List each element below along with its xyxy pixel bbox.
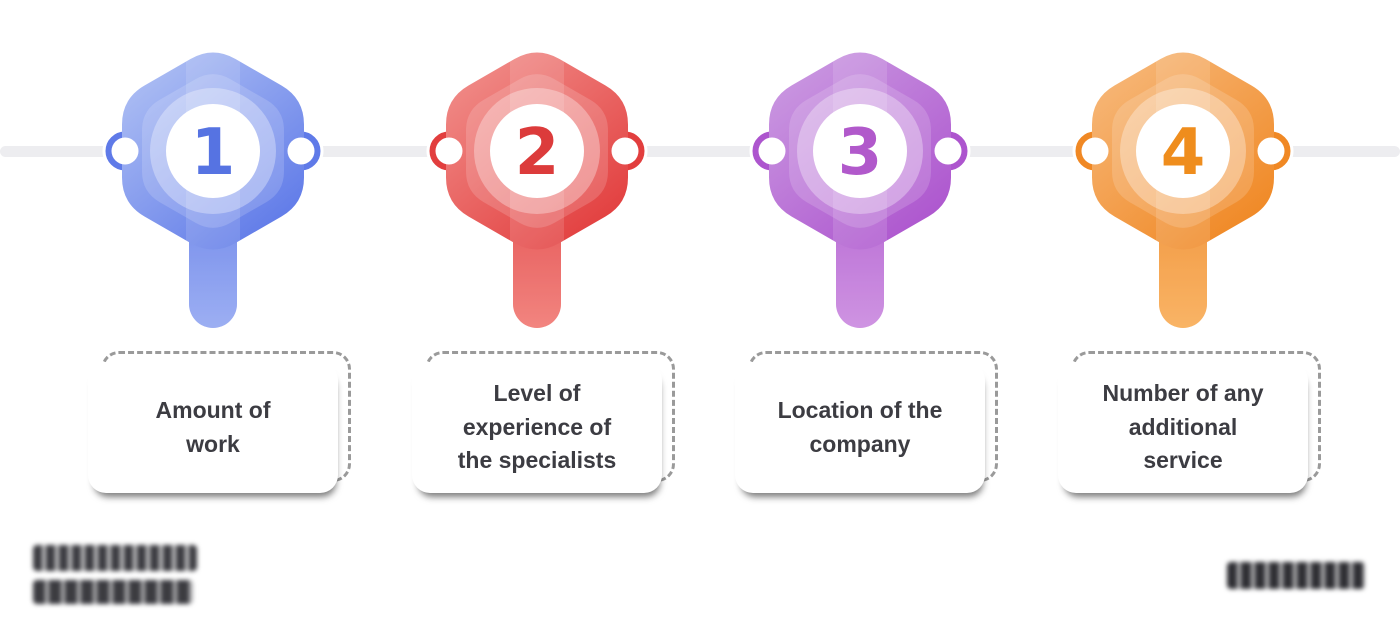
connector-dot-left-icon	[111, 137, 139, 165]
step-2-card: Level of experience of the specialists	[412, 362, 662, 493]
connector-dot-left-icon	[758, 137, 786, 165]
step-3-card-box: Location of the company	[735, 362, 985, 493]
step-2-label: Level of experience of the specialists	[457, 380, 617, 474]
marker-number: 3	[838, 116, 883, 190]
connector-dot-right-icon	[934, 137, 962, 165]
marker-number: 2	[515, 116, 560, 190]
watermark-left-line2-blurred	[33, 580, 193, 604]
step-2: 2 Level of experience of the specialists	[412, 0, 662, 624]
step-1-label: Amount of work	[155, 397, 271, 457]
marker-number-circle	[813, 104, 907, 198]
step-1-card-box: Amount of work	[88, 362, 338, 493]
step-4-card: Number of any additional service	[1058, 362, 1308, 493]
marker-number: 4	[1161, 116, 1206, 190]
connector-dot-right-icon	[611, 137, 639, 165]
step-4-label: Number of any additional service	[1102, 380, 1264, 474]
connector-dot-right-icon	[1257, 137, 1285, 165]
step-3-label: Location of the company	[777, 397, 943, 457]
connector-dot-right-icon	[287, 137, 315, 165]
step-4-marker-icon: 4	[1072, 52, 1294, 328]
watermark-left-line1-blurred	[33, 545, 197, 571]
marker-number: 1	[191, 116, 236, 190]
marker-number-circle	[1136, 104, 1230, 198]
step-4: 4 Number of any additional service	[1058, 0, 1308, 624]
step-2-card-box: Level of experience of the specialists	[412, 362, 662, 493]
step-3-card: Location of the company	[735, 362, 985, 493]
step-2-marker-icon: 2	[426, 52, 648, 328]
step-4-card-box: Number of any additional service	[1058, 362, 1308, 493]
connector-dot-left-icon	[1081, 137, 1109, 165]
step-3-marker-icon: 3	[749, 52, 971, 328]
watermark-right-blurred	[1227, 562, 1365, 589]
step-1: 1 Amount of work	[88, 0, 338, 624]
connector-dot-left-icon	[435, 137, 463, 165]
step-1-marker-icon: 1	[102, 52, 324, 328]
timeline-line	[0, 146, 1400, 157]
marker-number-circle	[166, 104, 260, 198]
marker-number-circle	[490, 104, 584, 198]
step-1-card: Amount of work	[88, 362, 338, 493]
step-3: 3 Location of the company	[735, 0, 985, 624]
